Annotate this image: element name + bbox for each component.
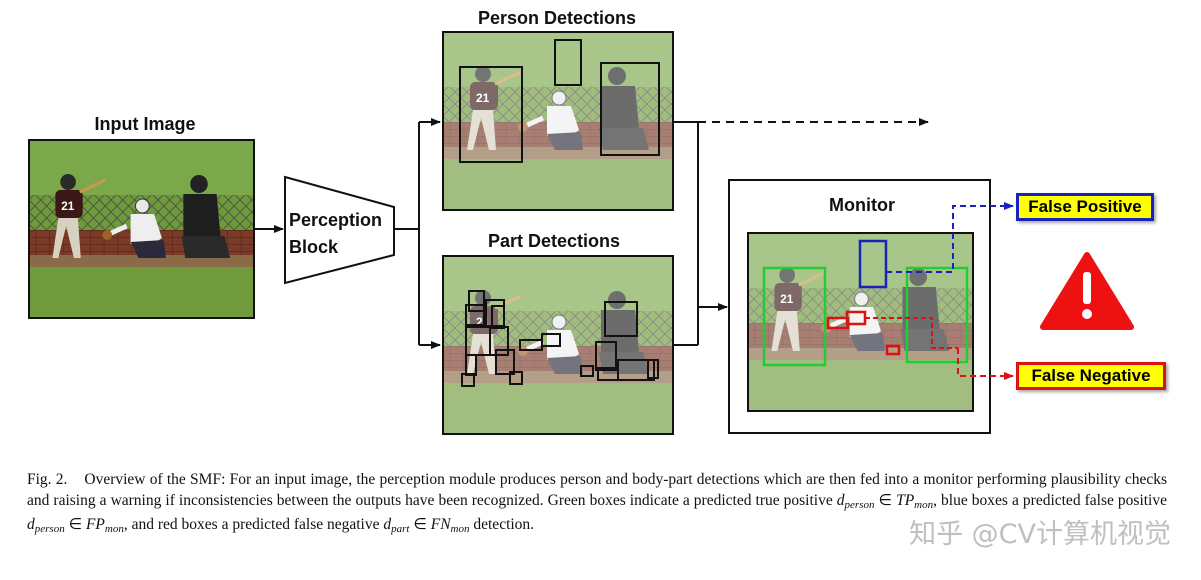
- caption-text-3: , and red boxes a predicted false negati…: [123, 516, 384, 533]
- math-person: person: [34, 523, 65, 535]
- person-box: [459, 66, 523, 163]
- math-d: d: [836, 491, 845, 509]
- input-image: [29, 140, 254, 318]
- caption-text-1: Overview of the SMF: For an input image,…: [27, 471, 1167, 509]
- part-detections-label: Part Detections: [487, 231, 621, 251]
- math-fn: FN: [430, 516, 451, 533]
- monitor-label: Monitor: [829, 195, 895, 215]
- smf-diagram: 21: [0, 0, 1166, 450]
- perception-block-shape: [284, 175, 395, 285]
- caption-text-2: , blue boxes a predicted false positive: [933, 491, 1167, 509]
- part-detections-image: [443, 256, 673, 434]
- warning-icon: [1040, 252, 1134, 330]
- perception-block-label: Perception Block: [289, 207, 391, 261]
- part-boxes: [461, 290, 659, 387]
- perception-label-line2: Block: [289, 237, 339, 257]
- math-mon: mon: [450, 523, 470, 535]
- false-negative-box: [885, 344, 901, 356]
- math-mon: mon: [104, 523, 124, 535]
- false-negative-arrow: [957, 348, 1014, 380]
- person-box: [554, 39, 582, 86]
- person-detections-image: [443, 32, 673, 210]
- true-positive-box: [905, 266, 969, 364]
- false-positive-box: [858, 239, 888, 289]
- input-image-label: Input Image: [94, 114, 196, 134]
- false-positive-tag: False Positive: [1016, 193, 1154, 221]
- person-box: [600, 62, 660, 156]
- caption-d-person-fp: dperson ∈ FPmon: [27, 516, 124, 535]
- monitor-image: [748, 233, 973, 411]
- watermark: 知乎 @CV计算机视觉: [909, 519, 1171, 550]
- caption-text-4: detection.: [469, 516, 535, 533]
- math-person: person: [844, 498, 875, 511]
- false-negative-tag: False Negative: [1016, 362, 1166, 390]
- math-in: ∈: [64, 516, 86, 533]
- math-d: d: [383, 516, 392, 533]
- math-d: d: [27, 516, 35, 533]
- caption-d-part-fn: dpart ∈ FNmon: [383, 516, 470, 535]
- math-tp: TP: [896, 491, 915, 509]
- math-in: ∈: [409, 516, 431, 533]
- split-arrows: [395, 118, 441, 349]
- true-positive-box: [762, 266, 827, 367]
- perception-label-line1: Perception: [289, 210, 383, 230]
- figure-caption: Fig. 2. Overview of the SMF: For an inpu…: [27, 470, 1167, 540]
- math-mon: mon: [914, 498, 934, 511]
- merge-arrows: [674, 121, 728, 346]
- caption-d-person-tp: dperson ∈ TPmon: [836, 491, 934, 511]
- math-fp: FP: [85, 516, 105, 533]
- caption-fig-number: Fig. 2.: [27, 471, 68, 488]
- math-part: part: [391, 523, 410, 535]
- false-positive-arrow: [886, 202, 1014, 273]
- math-in: ∈: [874, 491, 897, 509]
- person-detections-label: Person Detections: [477, 8, 637, 28]
- diagram-canvas: 21: [0, 0, 1134, 450]
